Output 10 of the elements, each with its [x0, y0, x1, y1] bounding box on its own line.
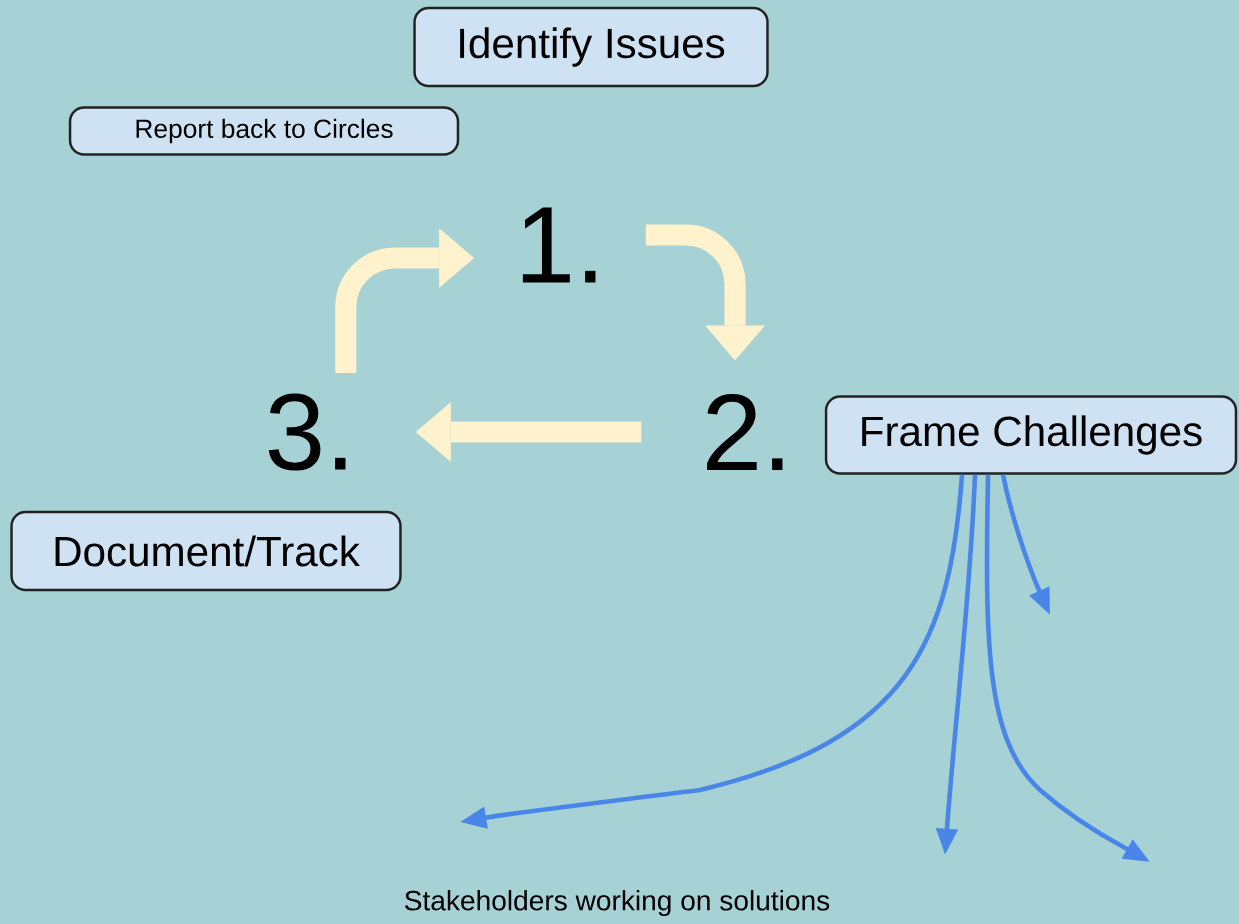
step-number: 2.	[707, 394, 783, 471]
process-box: Document/Track	[10, 510, 402, 592]
process-box: Identify Issues	[413, 6, 769, 88]
process-box: Frame Challenges	[824, 395, 1238, 475]
step-number: 1.	[522, 207, 596, 283]
block-arrow	[335, 228, 475, 374]
step-number: 3.	[268, 393, 346, 471]
process-box: Report back to Circles	[68, 106, 460, 156]
caption-text: Stakeholders working on solutions	[405, 889, 830, 917]
block-arrow	[415, 402, 642, 462]
